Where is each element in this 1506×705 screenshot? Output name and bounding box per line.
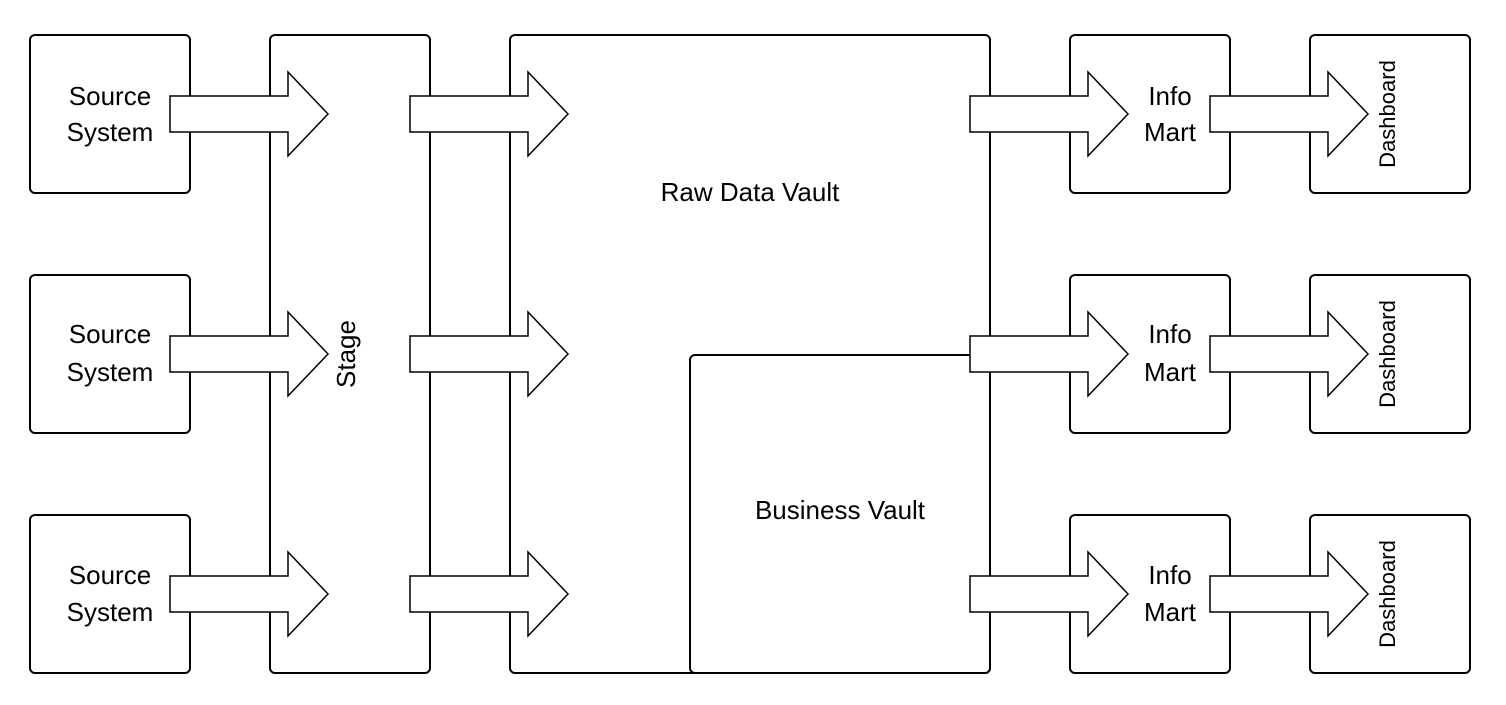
info-mart-label-3a: Info	[1148, 560, 1191, 590]
dashboard-label-1: Dashboard	[1375, 60, 1400, 168]
info-mart-label-1a: Info	[1148, 81, 1191, 111]
source-system-label-2a: Source	[69, 319, 151, 349]
business-vault-box	[689, 354, 991, 674]
source-system-label-1b: System	[67, 117, 154, 147]
source-system-label-1a: Source	[69, 81, 151, 111]
source-system-box-1	[29, 34, 191, 194]
dashboard-label-2: Dashboard	[1375, 300, 1400, 408]
source-system-box-3	[29, 514, 191, 674]
stage-label: Stage	[331, 320, 361, 388]
raw-data-vault-label: Raw Data Vault	[661, 177, 840, 207]
dashboard-label-3: Dashboard	[1375, 540, 1400, 648]
business-vault-label: Business Vault	[755, 495, 926, 525]
source-system-label-3a: Source	[69, 560, 151, 590]
source-system-box-2	[29, 274, 191, 434]
source-system-label-2b: System	[67, 357, 154, 387]
info-mart-label-1b: Mart	[1144, 117, 1197, 147]
source-system-label-3b: System	[67, 597, 154, 627]
info-mart-label-3b: Mart	[1144, 597, 1197, 627]
info-mart-label-2a: Info	[1148, 319, 1191, 349]
info-mart-label-2b: Mart	[1144, 357, 1197, 387]
